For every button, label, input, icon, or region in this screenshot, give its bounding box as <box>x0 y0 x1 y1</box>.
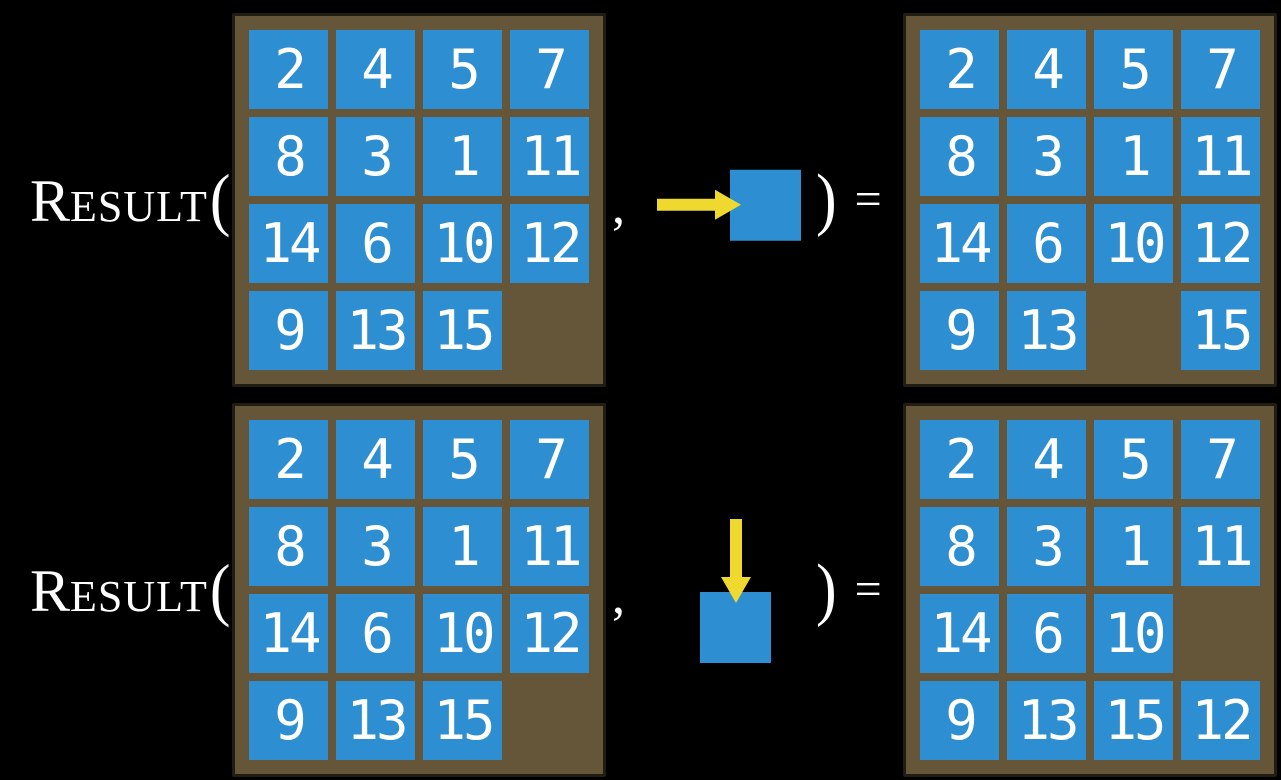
equals-sign: = <box>854 562 882 616</box>
puzzle-tile: 7 <box>510 420 589 499</box>
puzzle-tile: 7 <box>1181 420 1260 499</box>
close-paren: ) <box>816 551 837 628</box>
puzzle-tile: 11 <box>1181 507 1260 586</box>
puzzle-tile: 5 <box>1094 30 1173 109</box>
puzzle-tile: 12 <box>1181 681 1260 760</box>
puzzle-tile: 13 <box>336 291 415 370</box>
puzzle-tile: 8 <box>249 117 328 196</box>
puzzle-tile: 1 <box>1094 507 1173 586</box>
puzzle-tile: 5 <box>423 420 502 499</box>
puzzle-tile: 2 <box>249 30 328 109</box>
puzzle-tile: 7 <box>1181 30 1260 109</box>
puzzle-tile: 3 <box>1007 507 1086 586</box>
puzzle-tile: 12 <box>510 204 589 283</box>
puzzle-tile: 9 <box>920 681 999 760</box>
function-name-smallcaps: ESULT <box>70 181 208 231</box>
puzzle-tile: 2 <box>920 30 999 109</box>
puzzle-tile: 13 <box>1007 681 1086 760</box>
puzzle-tile: 5 <box>1094 420 1173 499</box>
puzzle-tile: 8 <box>920 117 999 196</box>
equals-sign: = <box>854 172 882 226</box>
puzzle-tile: 10 <box>1094 204 1173 283</box>
empty-cell <box>510 681 589 760</box>
puzzle-tile: 13 <box>336 681 415 760</box>
puzzle-tile: 10 <box>1094 594 1173 673</box>
puzzle-tile: 14 <box>920 204 999 283</box>
puzzle-tile: 11 <box>510 117 589 196</box>
function-name-cap: R <box>30 557 71 624</box>
empty-cell <box>1181 594 1260 673</box>
puzzle-tile: 8 <box>249 507 328 586</box>
puzzle-tile: 2 <box>920 420 999 499</box>
puzzle-tile: 15 <box>423 291 502 370</box>
empty-cell <box>1094 291 1173 370</box>
puzzle-tile: 14 <box>920 594 999 673</box>
puzzle-tile: 12 <box>1181 204 1260 283</box>
move-down-action <box>700 518 771 663</box>
puzzle-tile: 10 <box>423 594 502 673</box>
puzzle-tile: 15 <box>1181 291 1260 370</box>
action-tile <box>700 591 771 663</box>
puzzle-tile: 9 <box>249 291 328 370</box>
puzzle-tile: 7 <box>510 30 589 109</box>
right-arrow-icon <box>657 189 741 220</box>
comma-separator-1: , <box>612 177 625 235</box>
close-paren: ) <box>816 161 837 238</box>
puzzle-tile: 6 <box>336 204 415 283</box>
down-arrow-icon <box>720 518 751 603</box>
open-paren: ( <box>209 161 231 238</box>
puzzle-tile: 3 <box>336 507 415 586</box>
puzzle-tile: 14 <box>249 204 328 283</box>
comma-separator-2: , <box>612 567 625 625</box>
action-tile <box>730 169 801 241</box>
puzzle-tile: 10 <box>423 204 502 283</box>
puzzle-tile: 11 <box>1181 117 1260 196</box>
puzzle-tile: 4 <box>336 30 415 109</box>
puzzle-tile: 6 <box>336 594 415 673</box>
puzzle-tile: 4 <box>336 420 415 499</box>
puzzle-tile: 8 <box>920 507 999 586</box>
puzzle-tile: 15 <box>1094 681 1173 760</box>
puzzle-tile: 13 <box>1007 291 1086 370</box>
puzzle-tile: 2 <box>249 420 328 499</box>
puzzle-tile: 4 <box>1007 30 1086 109</box>
puzzle-tile: 4 <box>1007 420 1086 499</box>
puzzle-tile: 6 <box>1007 204 1086 283</box>
function-name-smallcaps: ESULT <box>70 571 208 621</box>
puzzle-tile: 6 <box>1007 594 1086 673</box>
function-name-cap: R <box>30 167 71 234</box>
puzzle-tile: 1 <box>1094 117 1173 196</box>
open-paren: ( <box>209 551 231 628</box>
puzzle-tile: 5 <box>423 30 502 109</box>
puzzle-tile: 1 <box>423 117 502 196</box>
empty-cell <box>510 291 589 370</box>
puzzle-tile: 1 <box>423 507 502 586</box>
close-paren-equals-2: ) = <box>816 555 882 624</box>
puzzle-tile: 11 <box>510 507 589 586</box>
puzzle-tile: 15 <box>423 681 502 760</box>
puzzle-tile: 3 <box>1007 117 1086 196</box>
puzzle-tile: 12 <box>510 594 589 673</box>
puzzle-tile: 14 <box>249 594 328 673</box>
close-paren-equals-1: ) = <box>816 165 882 234</box>
puzzle-tile: 3 <box>336 117 415 196</box>
puzzle-tile: 9 <box>920 291 999 370</box>
move-right-action <box>657 169 801 241</box>
puzzle-tile: 9 <box>249 681 328 760</box>
